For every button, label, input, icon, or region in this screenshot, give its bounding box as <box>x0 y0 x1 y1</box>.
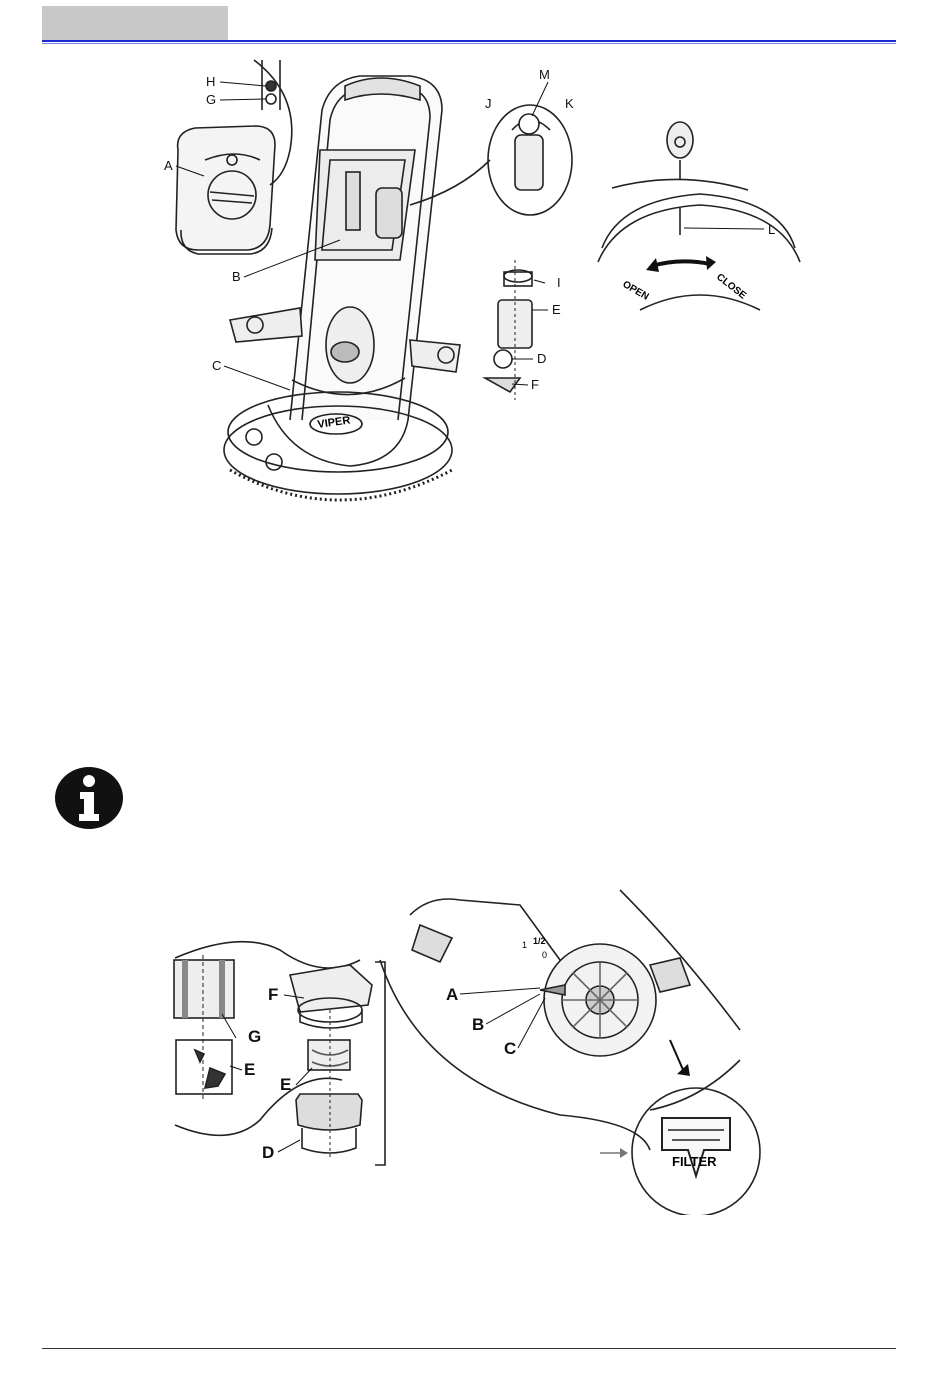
filter-sign-label: FILTER <box>672 1154 717 1169</box>
callout-c: C <box>212 358 221 373</box>
header-rule <box>42 40 896 42</box>
figure-1-machine-exploded: H G A B C M J K I E D F L OPEN CLOSE VIP… <box>150 55 810 515</box>
section-tab <box>42 6 228 42</box>
callout-m: M <box>539 67 550 82</box>
callout-h: H <box>206 74 215 89</box>
callout-d: D <box>262 1143 274 1162</box>
callout-e-magnified: E <box>244 1060 255 1079</box>
callout-f: F <box>268 985 278 1004</box>
callout-g: G <box>248 1027 261 1046</box>
info-icon <box>54 766 124 830</box>
callout-a: A <box>446 985 458 1004</box>
callout-f: F <box>531 377 539 392</box>
callout-b: B <box>472 1015 484 1034</box>
lever-mark-half: 1/2 <box>533 936 546 946</box>
header-rule-shadow <box>42 43 896 44</box>
cap-a-drawing <box>176 126 275 250</box>
callout-d: D <box>537 351 546 366</box>
lever-mark-1: 1 <box>522 940 527 950</box>
lever-mark-0: 0 <box>542 950 547 960</box>
callout-b: B <box>232 269 241 284</box>
valve-open-label: OPEN <box>621 279 651 303</box>
callout-g: G <box>206 92 216 107</box>
callout-e: E <box>552 302 561 317</box>
callout-c: C <box>504 1039 516 1058</box>
callout-l: L <box>768 222 775 237</box>
callout-k: K <box>565 96 574 111</box>
figure-2-filter-detail: F G E E D A B C 1 1/2 0 FILTER <box>160 885 790 1215</box>
footer-rule <box>42 1348 896 1349</box>
callout-e: E <box>280 1075 291 1094</box>
callout-j: J <box>485 96 492 111</box>
callout-a: A <box>164 158 173 173</box>
callout-i: I <box>557 275 561 290</box>
